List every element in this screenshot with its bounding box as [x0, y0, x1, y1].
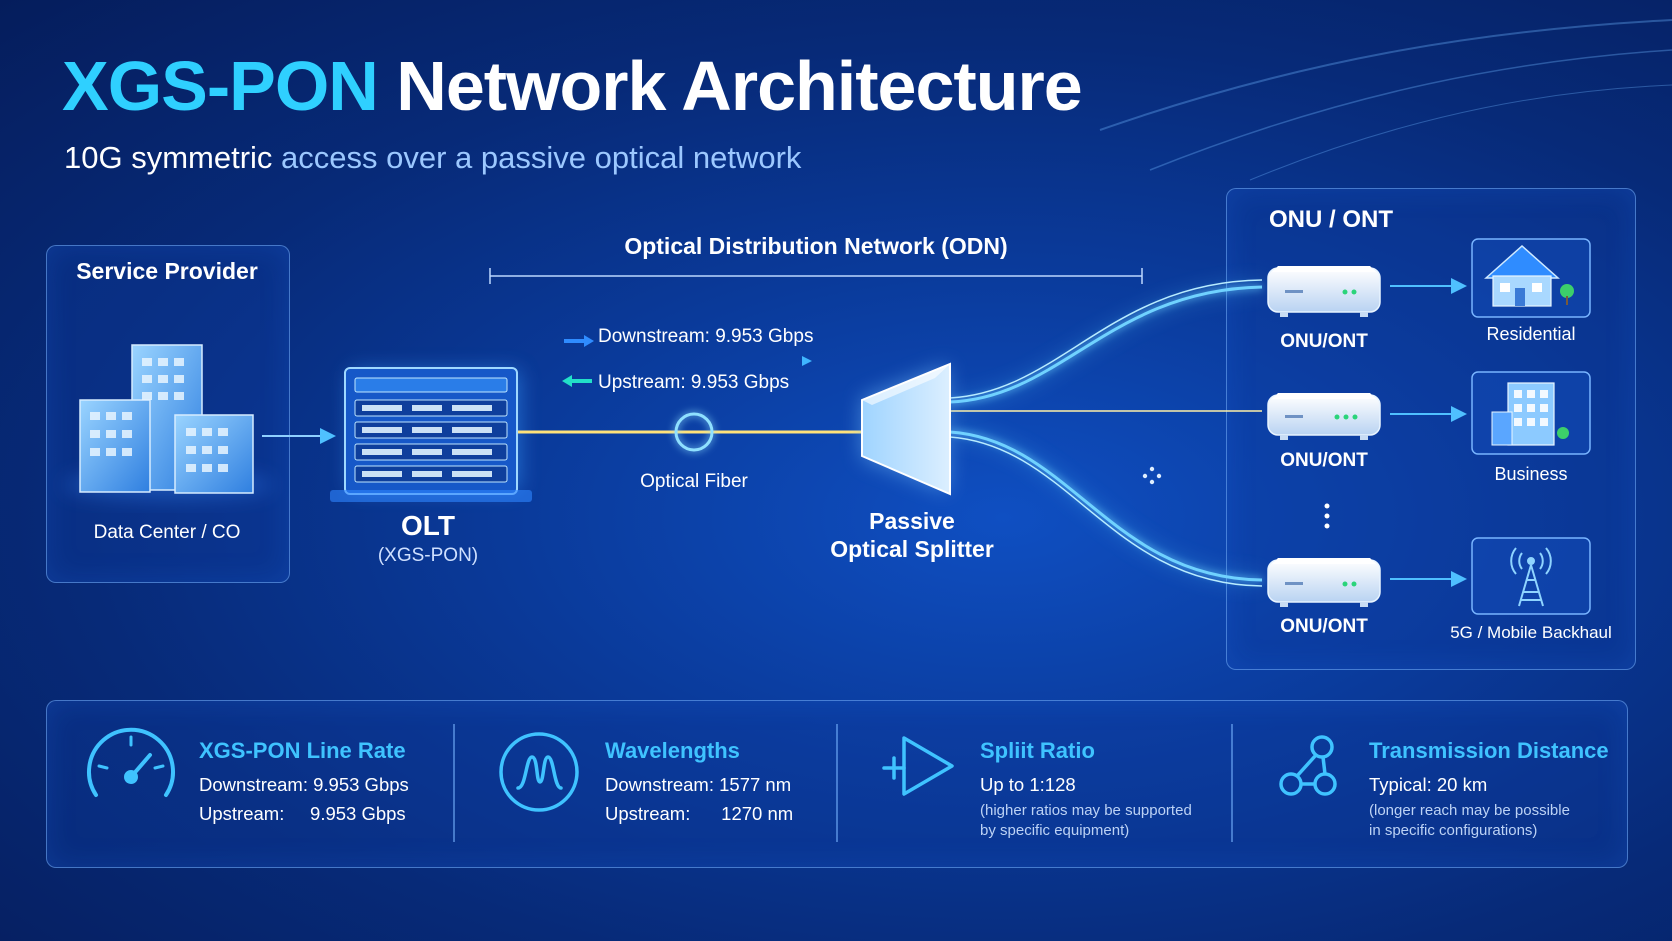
stats-divider-1 [453, 724, 455, 842]
odn-label: Optical Distribution Network (ODN) [624, 233, 1008, 259]
splitter-label: Passive Optical Splitter [812, 507, 1012, 563]
service-provider-title: Service Provider [76, 258, 258, 284]
title-highlight: XGS-PON [62, 47, 379, 125]
subtitle-strong: 10G symmetric [64, 140, 273, 175]
mobile-backhaul-label: 5G / Mobile Backhaul [1450, 623, 1612, 642]
stat-line-rate: XGS-PON Line Rate Downstream: 9.953 Gbps… [199, 738, 409, 825]
olt-sublabel: (XGS-PON) [377, 545, 479, 566]
onu-device-1-icon [1267, 266, 1381, 317]
stat-line-rate-downstream: Downstream: 9.953 Gbps [199, 774, 409, 795]
onu-panel-title: ONU / ONT [1269, 206, 1393, 233]
onu-device-3-icon [1267, 558, 1381, 607]
mobile-backhaul-box [1471, 537, 1591, 615]
stat-wavelengths: Wavelengths Downstream: 1577 nm Upstream… [605, 738, 793, 825]
house-icon [1484, 244, 1574, 307]
more-devices-indicator [1324, 503, 1330, 529]
olt-rack-icon [330, 367, 532, 502]
stat-distance: Transmission Distance Typical: 20 km (lo… [1369, 738, 1609, 839]
wavelength-icon [499, 732, 579, 812]
upstream-label: Upstream: 9.953 Gbps [598, 372, 790, 393]
stat-wavelengths-downstream: Downstream: 1577 nm [605, 774, 792, 795]
olt-label: OLT [401, 510, 455, 541]
splitter-label-line2: Optical Splitter [830, 536, 994, 562]
downstream-label: Downstream: 9.953 Gbps [598, 326, 814, 347]
light-streaks [1099, 19, 1672, 181]
stat-distance-value: Typical: 20 km [1369, 774, 1488, 795]
stats-divider-2 [836, 724, 838, 842]
stat-distance-title: Transmission Distance [1369, 738, 1609, 763]
business-label: Business [1494, 464, 1568, 484]
speedometer-icon [87, 727, 175, 797]
stat-split-ratio-note1: (higher ratios may be supported [980, 802, 1192, 819]
odn-bracket [489, 268, 1143, 284]
onu-device-2-icon [1267, 393, 1381, 440]
branch-fibers [949, 279, 1263, 587]
stat-line-rate-title: XGS-PON Line Rate [199, 738, 406, 763]
title-rest: Network Architecture [396, 47, 1082, 125]
trunk-fiber [518, 424, 862, 440]
stat-wavelengths-upstream: Upstream: 1270 nm [605, 803, 794, 824]
optical-splitter-icon [861, 362, 951, 496]
more-branches-indicator [1142, 466, 1162, 485]
stats-divider-3 [1231, 724, 1233, 842]
buildings-icon [63, 344, 273, 499]
onu-output-arrows [1390, 278, 1467, 587]
cell-tower-icon [1510, 547, 1552, 607]
optical-fiber-label: Optical Fiber [640, 471, 748, 492]
stat-distance-note2: in specific configurations) [1369, 822, 1538, 839]
page-subtitle: 10G symmetric access over a passive opti… [64, 140, 801, 176]
network-nodes-icon [1279, 735, 1337, 796]
service-provider-caption: Data Center / CO [93, 522, 241, 543]
stat-split-ratio: Spliit Ratio Up to 1:128 (higher ratios … [980, 738, 1192, 839]
onu-1-label: ONU/ONT [1280, 331, 1368, 352]
stat-distance-note1: (longer reach may be possible [1369, 802, 1570, 819]
stat-split-ratio-value: Up to 1:128 [980, 774, 1076, 795]
stat-split-ratio-title: Spliit Ratio [980, 738, 1095, 763]
fiber-coupler-icon [674, 412, 714, 452]
subtitle-regular: access over a passive optical network [281, 140, 802, 175]
stat-line-rate-upstream: Upstream: 9.953 Gbps [199, 803, 406, 824]
splitter-icon [882, 736, 954, 796]
stat-split-ratio-note2: by specific equipment) [980, 822, 1130, 839]
onu-3-label: ONU/ONT [1280, 616, 1368, 637]
splitter-label-line1: Passive [869, 508, 955, 534]
residential-label: Residential [1486, 324, 1576, 344]
business-building-icon [1491, 382, 1569, 446]
stat-wavelengths-title: Wavelengths [605, 738, 740, 763]
traffic-arrows [560, 335, 812, 387]
onu-2-label: ONU/ONT [1280, 450, 1368, 471]
page-title: XGS-PON Network Architecture [62, 46, 1083, 126]
